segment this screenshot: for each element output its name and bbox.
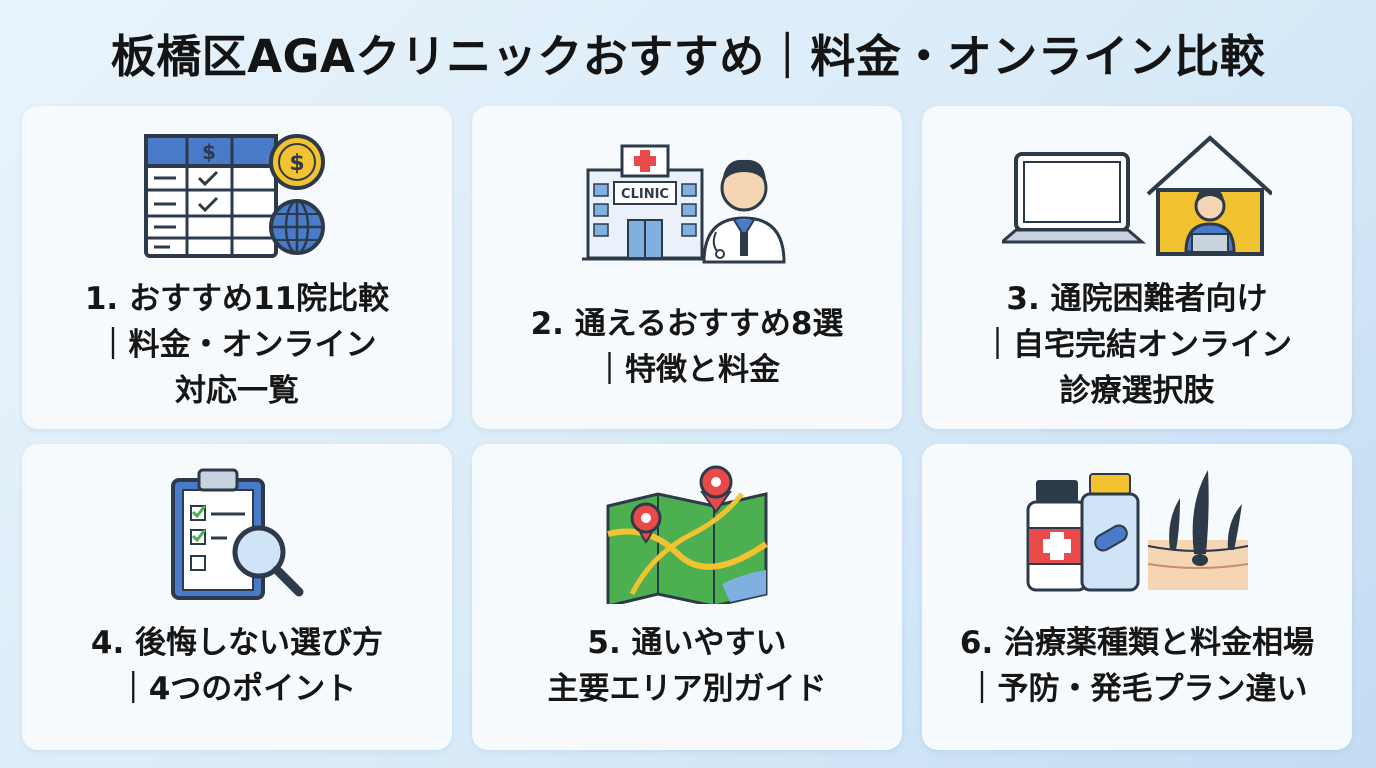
- laptop-home-icon: [922, 134, 1352, 263]
- card-label: 2. 通えるおすすめ8選 ｜特徴と料金: [530, 306, 844, 388]
- card-recommended-clinics[interactable]: CLINIC 2. 通えるおすすめ8選 ｜特徴と料金: [472, 106, 902, 429]
- card-label: 5. 通いやすい 主要エリア別ガイド: [547, 625, 827, 707]
- card-online-options[interactable]: 3. 通院困難者向け ｜自宅完結オンライン 診療選択肢: [922, 106, 1352, 429]
- svg-text:$: $: [289, 151, 304, 176]
- card-label: 4. 後悔しない選び方 ｜4つのポイント: [90, 625, 384, 707]
- card-clinic-comparison[interactable]: $ $ 1. おすすめ11院比較 ｜料金・オンライン 対応一覧: [22, 106, 452, 429]
- map-pins-icon: [472, 464, 902, 608]
- card-medication-prices[interactable]: 6. 治療薬種類と料金相場 ｜予防・発毛プラン違い: [922, 444, 1352, 750]
- card-label: 1. おすすめ11院比較 ｜料金・オンライン 対応一覧: [84, 281, 390, 409]
- price-table-globe-icon: $ $: [22, 132, 452, 266]
- checklist-magnifier-icon: [22, 464, 452, 608]
- svg-text:CLINIC: CLINIC: [621, 187, 669, 202]
- page-title: 板橋区AGAクリニックおすすめ｜料金・オンライン比較: [110, 30, 1266, 83]
- svg-text:$: $: [202, 140, 216, 164]
- card-selection-tips[interactable]: 4. 後悔しない選び方 ｜4つのポイント: [22, 444, 452, 750]
- card-area-guide[interactable]: 5. 通いやすい 主要エリア別ガイド: [472, 444, 902, 750]
- clinic-doctor-icon: CLINIC: [472, 140, 902, 269]
- card-label: 3. 通院困難者向け ｜自宅完結オンライン 診療選択肢: [982, 281, 1292, 409]
- card-label: 6. 治療薬種類と料金相場 ｜予防・発毛プラン違い: [959, 625, 1315, 707]
- medicine-hair-icon: [922, 470, 1352, 599]
